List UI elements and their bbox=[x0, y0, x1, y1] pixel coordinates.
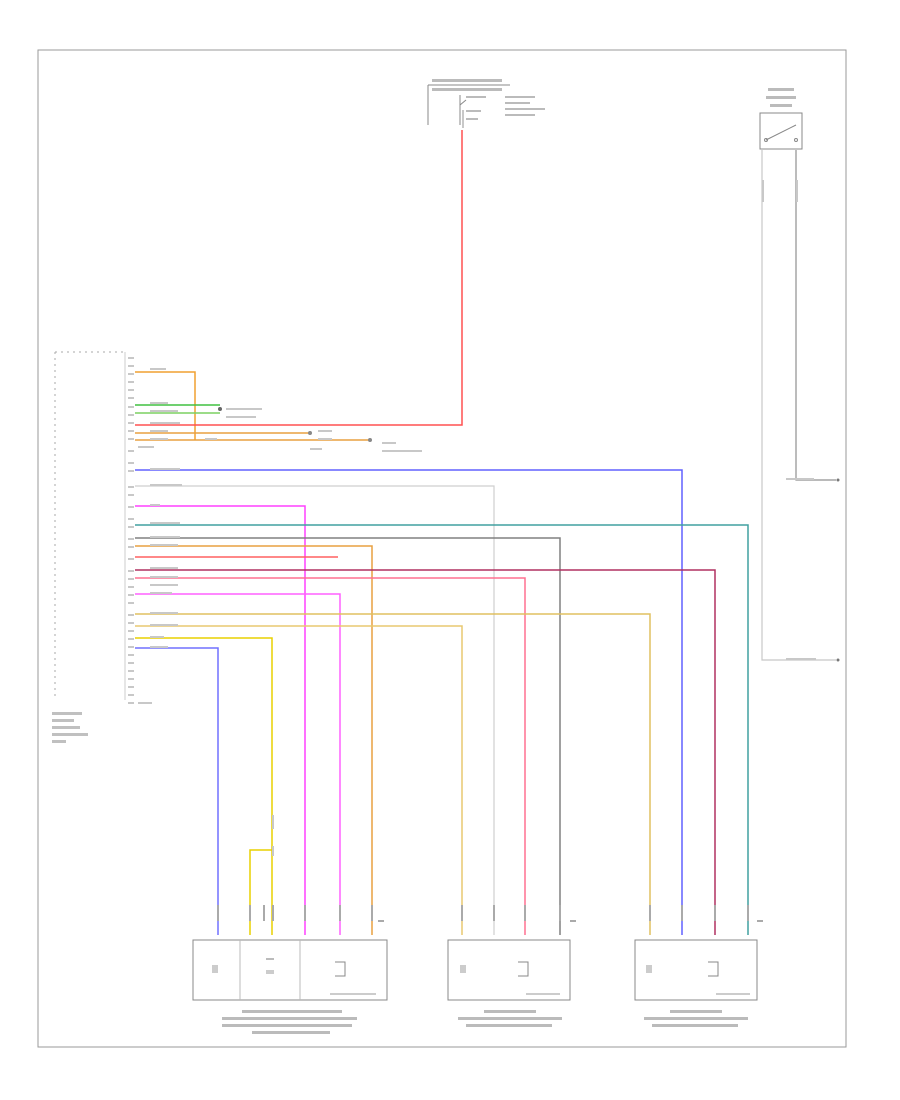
wire-gray-2 bbox=[135, 537, 561, 935]
wire-blue-1 bbox=[135, 469, 683, 935]
ground-point-icon bbox=[836, 658, 840, 662]
wire-orange-1 bbox=[135, 371, 196, 440]
wire-magenta-1 bbox=[135, 505, 306, 935]
bottom-component-2-pins bbox=[461, 905, 576, 922]
splice-icon bbox=[218, 407, 222, 411]
wire-right-gray bbox=[761, 150, 836, 661]
top-right-component-labels bbox=[766, 88, 796, 107]
wire-orange-2 bbox=[135, 432, 370, 441]
wire-teal-1 bbox=[135, 524, 749, 935]
wire-blue-2 bbox=[135, 647, 219, 935]
bottom-component-3-pins bbox=[649, 905, 763, 922]
bottom-component-3-label bbox=[644, 1010, 748, 1027]
wire-right-gray-dark bbox=[795, 150, 836, 481]
wire-purple-1 bbox=[135, 569, 716, 935]
wire-pink-1 bbox=[135, 577, 526, 935]
wire-labels bbox=[150, 110, 816, 856]
bottom-component-1-label bbox=[222, 1010, 357, 1034]
bottom-component-3 bbox=[634, 939, 758, 1001]
bottom-component-1 bbox=[192, 939, 388, 1001]
wire-magenta-2 bbox=[135, 593, 341, 935]
connector-icon bbox=[368, 438, 372, 442]
control-module-label bbox=[52, 712, 88, 743]
top-center-component bbox=[427, 84, 510, 125]
diagram-frame bbox=[37, 49, 847, 1048]
wire-yellow-2 bbox=[135, 637, 273, 935]
wire-yellow-1 bbox=[135, 613, 651, 935]
wire-yellow-3 bbox=[135, 625, 463, 935]
connector-icon bbox=[308, 431, 312, 435]
wire-orange-3 bbox=[135, 545, 373, 935]
wire-red-1 bbox=[135, 130, 463, 426]
bottom-component-2-label bbox=[458, 1010, 562, 1027]
top-right-component bbox=[759, 112, 803, 150]
control-module-pin-numbers bbox=[128, 357, 154, 704]
bottom-component-2 bbox=[447, 939, 571, 1001]
bottom-component-1-pins bbox=[217, 905, 384, 922]
wire-gray-1 bbox=[135, 485, 495, 935]
control-module-connector bbox=[54, 351, 126, 700]
ground-point-icon bbox=[836, 478, 840, 482]
top-center-component-labels bbox=[432, 79, 545, 120]
